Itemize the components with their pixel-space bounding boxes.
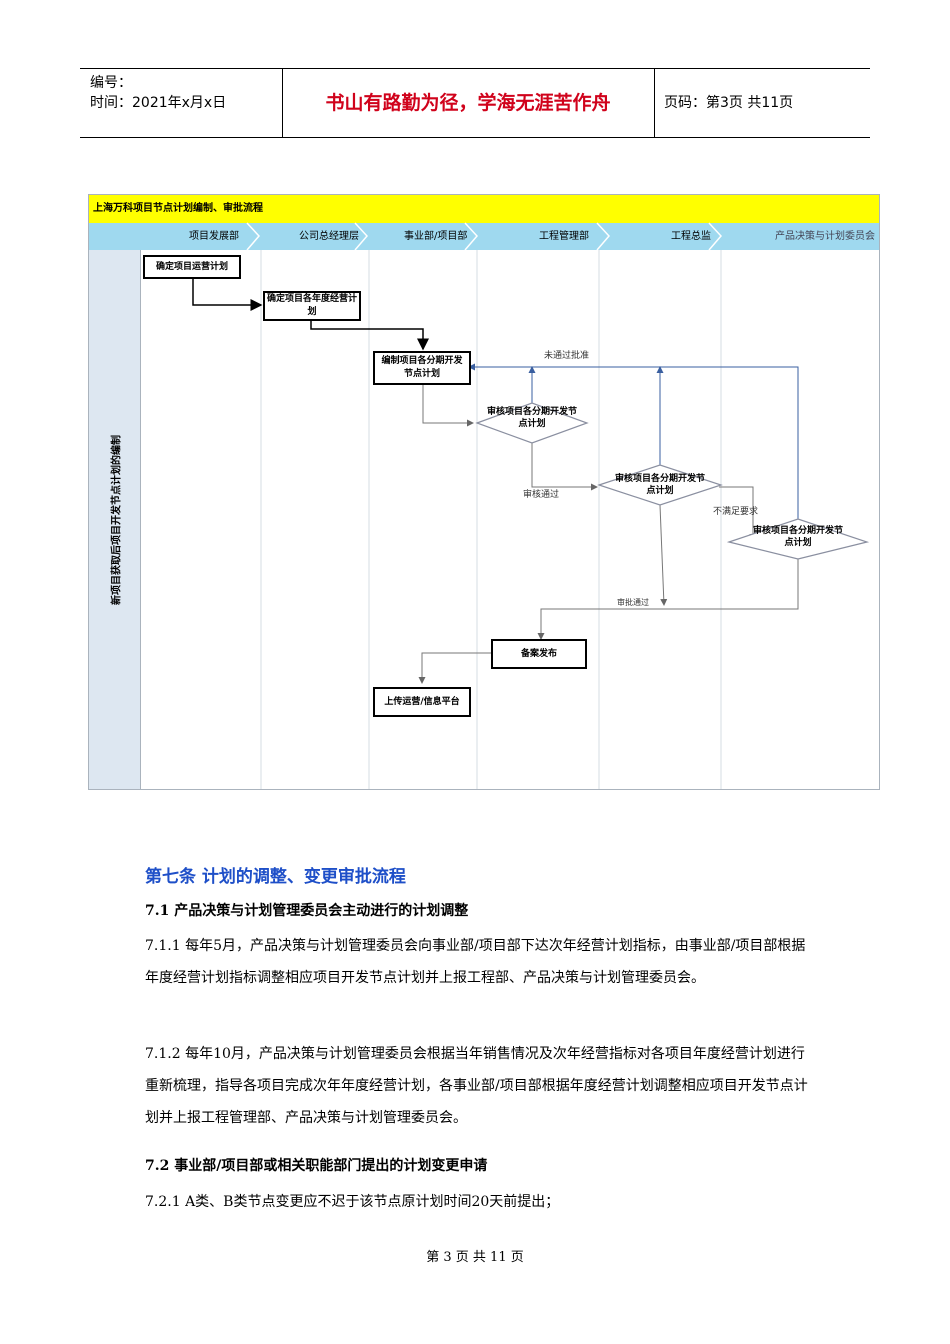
doc-time-label: 时间：2021年x月x日 xyxy=(90,95,227,111)
header-meta: 编号： 时间：2021年x月x日 xyxy=(90,73,226,113)
decision-diamond-2 xyxy=(597,464,723,506)
lane-chevrons xyxy=(246,222,723,251)
subsection-7-1-title: 7.1 产品决策与计划管理委员会主动进行的计划调整 xyxy=(145,903,469,919)
label-pass: 审核通过 xyxy=(523,490,560,500)
connector-d3-n4 xyxy=(537,559,799,640)
process-flowchart: 上海万科项目节点计划编制、审批流程 xyxy=(88,194,880,790)
node-upload-platform: 上传运营/信息平台 xyxy=(373,687,471,717)
doc-number-label: 编号： xyxy=(90,75,132,91)
header-page-number: 页码：第3页 共11页 xyxy=(664,95,794,111)
label-approve: 审批通过 xyxy=(617,598,649,607)
vertical-phase-text: 新项目获取后项目开发节点计划的编制 xyxy=(111,435,123,605)
page-footer: 第 3 页 共 11 页 xyxy=(426,1250,524,1265)
page-header: 编号： 时间：2021年x月x日 书山有路勤为径，学海无涯苦作舟 页码：第3页 … xyxy=(80,68,870,138)
node-compile-plan: 编制项目各分期开发节点计划 xyxy=(373,351,471,385)
flowchart-title: 上海万科项目节点计划编制、审批流程 xyxy=(89,195,879,223)
subsection-7-2-title: 7.2 事业部/项目部或相关职能部门提出的计划变更申请 xyxy=(145,1158,488,1174)
lane-header-bar xyxy=(89,223,879,250)
label-reject: 未通过批准 xyxy=(544,351,590,361)
decision-label-2: 审核项目各分期开发节点计划 xyxy=(614,474,705,496)
decision-label-3: 审核项目各分期开发节点计划 xyxy=(752,526,843,548)
lane-label-project-development: 项目发展部 xyxy=(189,231,239,242)
paragraph-7-1-2: 7.1.2 每年10月，产品决策与计划管理委员会根据当年销售情况及次年经营指标对… xyxy=(145,1046,808,1126)
lane-label-general-manager: 公司总经理层 xyxy=(299,231,359,242)
label-not-meet: 不满足要求 xyxy=(713,507,759,517)
flowchart-connectors xyxy=(192,222,870,789)
decision-label-1: 审核项目各分期开发节点计划 xyxy=(486,407,577,429)
header-divider xyxy=(654,69,655,137)
lane-dividers xyxy=(260,250,722,789)
connector-d2-approve xyxy=(659,504,668,606)
connector-n3-d1 xyxy=(422,385,474,427)
lane-label-business-unit: 事业部/项目部 xyxy=(404,231,468,242)
vertical-phase-label: 新项目获取后项目开发节点计划的编制 xyxy=(89,250,141,789)
paragraph-7-1-1: 7.1.1 每年5月，产品决策与计划管理委员会向事业部/项目部下达次年经营计划指… xyxy=(145,938,806,986)
connector-n2-n3 xyxy=(310,319,429,351)
reject-line-d3 xyxy=(468,363,799,525)
decision-diamond-3 xyxy=(726,518,870,560)
node-annual-plan: 确定项目各年度经营计划 xyxy=(263,291,361,321)
connector-n4-n5 xyxy=(418,652,491,684)
lane-label-chief-engineer: 工程总监 xyxy=(671,231,711,242)
node-confirm-operation-plan: 确定项目运营计划 xyxy=(143,255,241,279)
paragraph-7-2-1: 7.2.1 A类、B类节点变更应不迟于该节点原计划时间20天前提出； xyxy=(145,1194,560,1210)
lane-label-engineering: 工程管理部 xyxy=(539,231,589,242)
connector-d2-d3 xyxy=(719,486,757,541)
connector-d1-d2 xyxy=(531,443,598,491)
section-title: 第七条 计划的调整、变更审批流程 xyxy=(145,867,406,887)
node-filing-release: 备案发布 xyxy=(491,639,587,669)
decision-diamond-1 xyxy=(475,402,589,444)
lane-label-committee: 产品决策与计划委员会 xyxy=(775,231,875,242)
header-motto: 书山有路勤为径，学海无涯苦作舟 xyxy=(325,92,611,114)
header-divider xyxy=(282,69,283,137)
connector-n1-n2 xyxy=(192,279,263,311)
